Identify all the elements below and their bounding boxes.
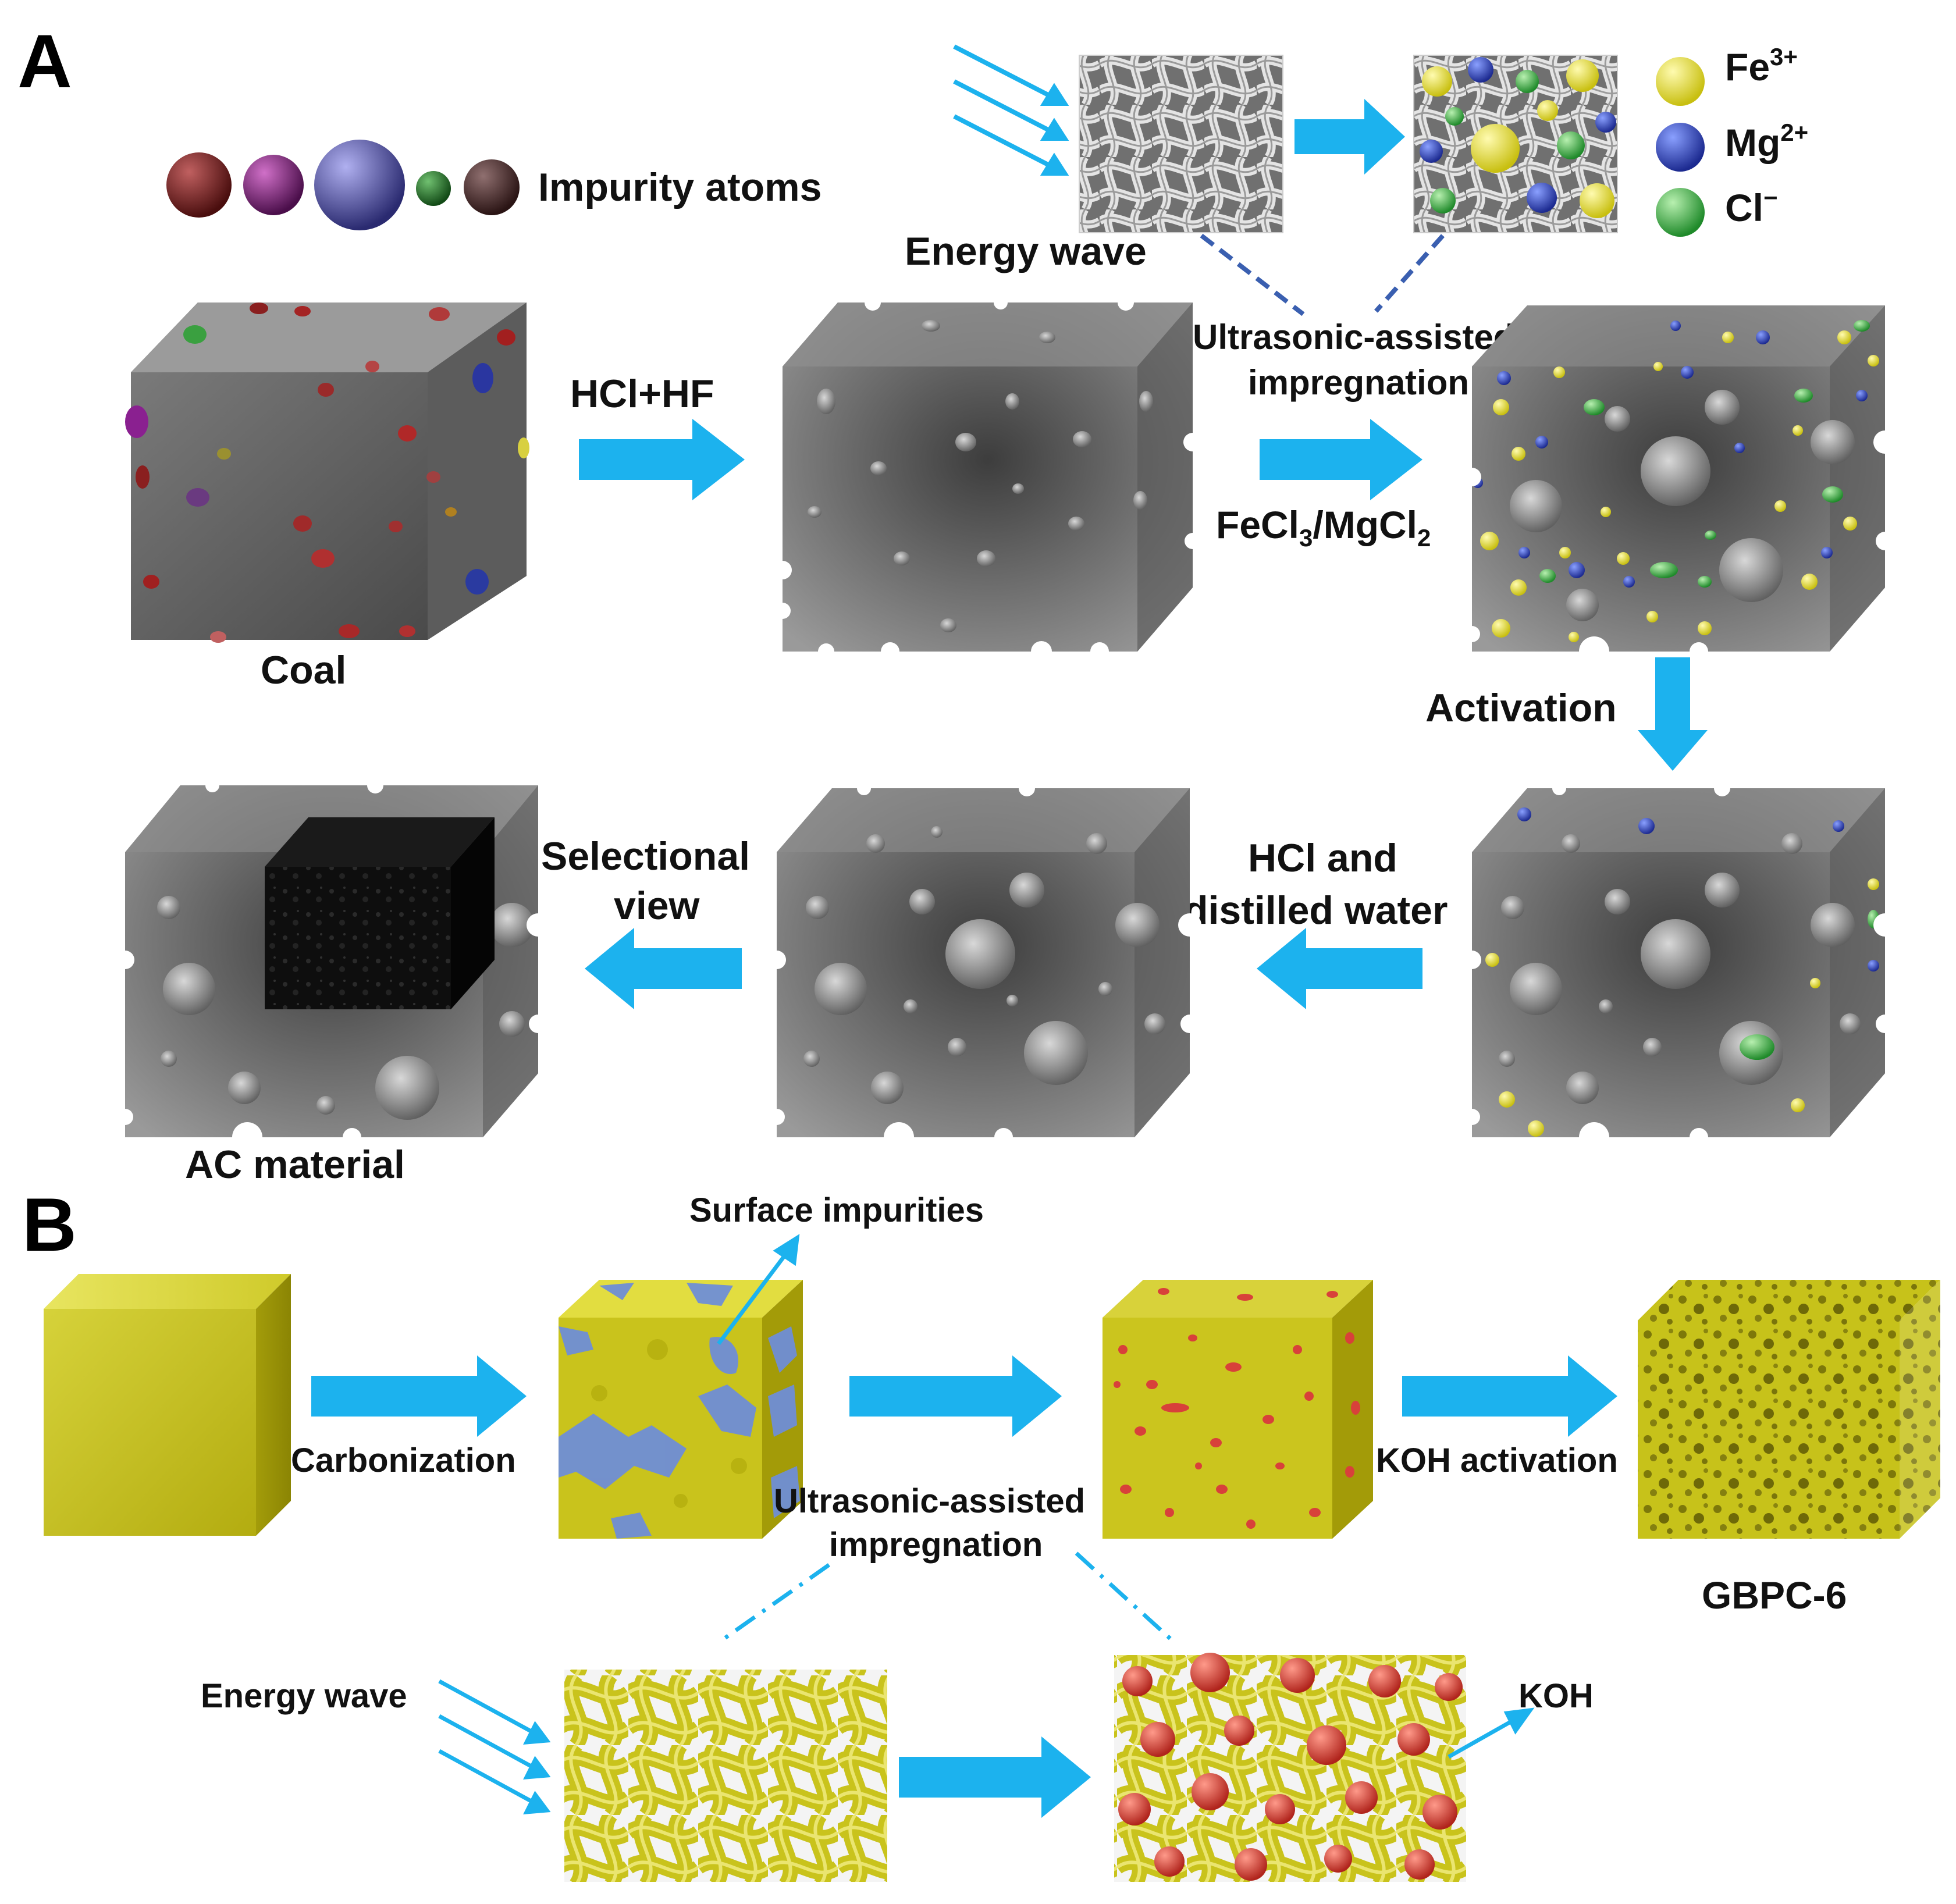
arrow-web-to-koh <box>899 1736 1091 1818</box>
fe-legend-charge: 3+ <box>1770 43 1798 70</box>
ac-material-cube <box>116 777 550 1152</box>
ultrasonic-label-b-line1: Ultrasonic-assisted <box>774 1482 1085 1520</box>
carbonized-cube <box>559 1280 803 1539</box>
impurity-atoms-row <box>166 140 520 230</box>
svg-text:Mg2+: Mg2+ <box>1725 119 1808 164</box>
mg-legend-ball <box>1656 123 1705 172</box>
fe-legend-ball <box>1656 57 1705 106</box>
arrow-carbonization <box>311 1355 527 1437</box>
impurity-atom-purple <box>243 155 304 215</box>
mg-legend-charge: 2+ <box>1780 119 1808 146</box>
koh-activation-label: KOH activation <box>1376 1442 1618 1479</box>
koh-loaded-web-image <box>1114 1653 1466 1882</box>
ultrasonic-label-b-line2: impregnation <box>829 1526 1043 1564</box>
activated-cube <box>1463 780 1897 1152</box>
gbpc-label: GBPC-6 <box>1702 1574 1847 1617</box>
coal-cube <box>125 302 529 643</box>
fe-legend-label: Fe <box>1725 45 1770 88</box>
cl-legend-charge: − <box>1763 184 1778 211</box>
svg-text:Cl−: Cl− <box>1725 184 1778 229</box>
surface-impurities-pointer <box>717 1234 800 1346</box>
impurity-atom-green <box>416 171 451 206</box>
arrow-fecl3-mgcl2 <box>1260 419 1422 500</box>
impurity-atom-brown <box>166 152 232 218</box>
energy-wave-arrows-b <box>438 1679 551 1815</box>
carbon-web-image-a <box>1079 55 1283 233</box>
selectional-label-line2: view <box>614 884 700 928</box>
impurity-atoms-label: Impurity atoms <box>538 165 821 209</box>
yellow-web-image <box>564 1670 887 1882</box>
koh-pointer <box>1448 1707 1535 1759</box>
fecl-label: FeCl <box>1216 503 1299 546</box>
ultrasonic-label-a-line1: Ultrasonic-assisted <box>1193 318 1515 357</box>
mgcl-subscript: 2 <box>1417 524 1431 551</box>
selectional-label-line1: Selectional <box>541 834 750 878</box>
demineralized-cube <box>773 294 1202 662</box>
washed-cube <box>767 780 1201 1152</box>
arrow-hcl-hf <box>579 419 745 500</box>
energy-wave-label-a: Energy wave <box>905 229 1147 273</box>
cl-legend-label: Cl <box>1725 186 1763 229</box>
ac-material-label: AC material <box>185 1143 405 1187</box>
koh-label: KOH <box>1518 1677 1594 1715</box>
panel-a-letter: A <box>17 19 72 104</box>
arrow-activation <box>1638 657 1708 771</box>
sectional-view-cube <box>265 817 495 1009</box>
dashed-connectors-b <box>720 1551 1174 1642</box>
ion-legend: Fe3+ Mg2+ Cl− <box>1656 43 1808 237</box>
impregnated-cube <box>1463 305 1897 667</box>
hcl-water-label-line2: distilled water <box>1184 888 1448 933</box>
precursor-cube <box>44 1274 291 1536</box>
hcl-hf-label: HCl+HF <box>570 372 714 416</box>
arrow-selectional-view <box>585 928 742 1009</box>
arrow-hcl-water <box>1257 928 1422 1009</box>
carbonization-label: Carbonization <box>291 1442 516 1479</box>
koh-impregnated-cube <box>1103 1280 1373 1539</box>
hcl-water-label-line1: HCl and <box>1248 836 1397 880</box>
arrow-web-to-ions <box>1294 99 1405 175</box>
cl-legend-ball <box>1656 188 1705 237</box>
energy-wave-label-b: Energy wave <box>201 1677 407 1715</box>
mg-legend-label: Mg <box>1725 121 1780 164</box>
coal-label: Coal <box>261 648 346 692</box>
fecl3-mgcl2-label: FeCl3/MgCl2 <box>1216 503 1431 551</box>
mgcl-label: /MgCl <box>1313 503 1417 546</box>
ion-loaded-web-image <box>1413 55 1618 233</box>
arrow-impregnation <box>849 1355 1062 1437</box>
ultrasonic-label-a-line2: impregnation <box>1248 363 1469 402</box>
impurity-atom-violet <box>314 140 405 230</box>
energy-wave-arrows-a <box>953 44 1069 176</box>
surface-impurities-label: Surface impurities <box>689 1191 984 1229</box>
svg-text:Fe3+: Fe3+ <box>1725 43 1798 88</box>
panel-b-letter: B <box>22 1182 77 1267</box>
dashed-connectors-a <box>1200 233 1445 316</box>
arrow-koh-activation <box>1402 1355 1617 1437</box>
impurity-atom-darkbrown <box>464 159 520 215</box>
fecl-subscript: 3 <box>1299 524 1313 551</box>
gbpc-cube <box>1638 1280 1940 1539</box>
activation-label: Activation <box>1425 686 1617 730</box>
